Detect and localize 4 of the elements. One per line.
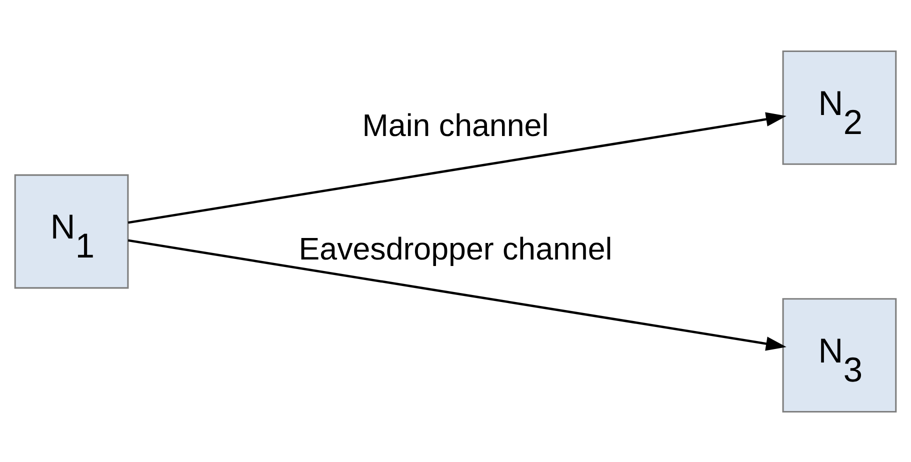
edge-label: Eavesdropper channel bbox=[298, 231, 612, 266]
arrow bbox=[128, 112, 786, 224]
arrow bbox=[128, 238, 786, 350]
edge-label: Main channel bbox=[362, 107, 549, 142]
